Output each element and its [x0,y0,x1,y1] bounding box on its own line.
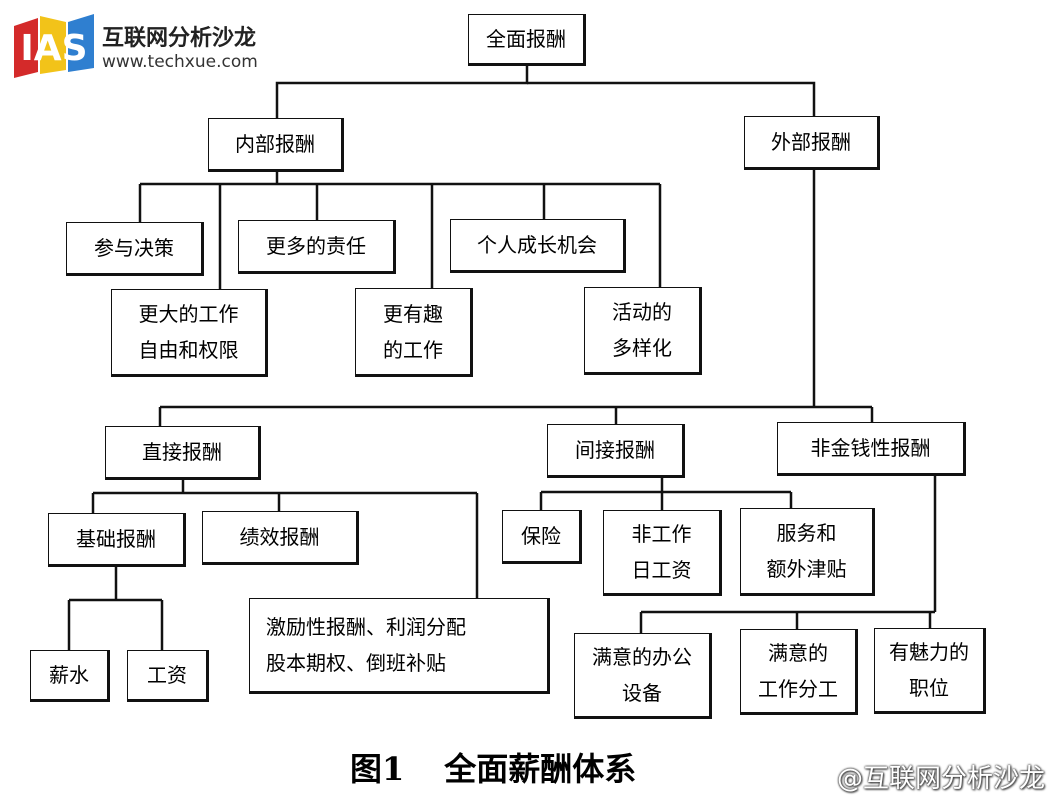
node-base-pay: 基础报酬 [48,513,186,567]
node-attractive-position: 有魅力的职位 [874,628,986,714]
node-label: 额外津贴 [766,557,847,581]
node-label: 非工作 [631,522,692,546]
node-label: 服务和 [776,521,837,545]
node-label: 有魅力的 [889,640,969,664]
logo-url: www.techxue.com [102,52,258,72]
connector-root-external [527,81,816,116]
node-variety: 活动的多样化 [584,287,702,375]
node-label: 基础报酬 [76,527,156,551]
node-growth: 个人成长机会 [450,219,626,273]
node-label: 激励性报酬、利润分配 [266,615,466,639]
watermark: @互联网分析沙龙 [836,764,1045,794]
node-nonmonetary-rewards: 非金钱性报酬 [777,422,966,476]
node-label: 保险 [521,524,561,548]
node-label: 直接报酬 [142,440,222,464]
node-label: 全面报酬 [486,27,566,51]
node-paid-leave: 非工作日工资 [603,510,722,596]
node-internal-rewards: 内部报酬 [208,118,344,172]
node-label: 个人成长机会 [477,233,597,257]
node-label: 股本期权、倒班补贴 [266,651,446,675]
node-external-rewards: 外部报酬 [744,116,880,170]
node-indirect-rewards: 间接报酬 [547,424,685,478]
node-label: 更有趣 [383,301,443,326]
node-performance-pay: 绩效报酬 [202,511,359,565]
node-direct-rewards: 直接报酬 [105,426,261,480]
node-label: 外部报酬 [771,130,851,154]
node-services-allowances: 服务和额外津贴 [740,508,875,596]
node-salary: 薪水 [30,650,110,702]
node-label: 薪水 [49,663,89,687]
node-label: 满意的办公 [592,645,692,669]
node-label: 更大的工作 [138,302,239,326]
node-label: 参与决策 [94,236,174,260]
node-label: 满意的 [768,641,828,665]
node-freedom: 更大的工作自由和权限 [111,289,268,377]
node-label: 间接报酬 [575,438,655,462]
node-interesting: 更有趣的工作 [355,288,473,377]
node-total-rewards: 全面报酬 [468,14,586,66]
node-label: 绩效报酬 [239,525,320,549]
node-label: 内部报酬 [235,132,315,156]
figure-title: 全面薪酬体系 [444,750,637,788]
node-label: 自由和权限 [138,338,239,362]
node-insurance: 保险 [502,510,582,564]
figure-number: 图1 [350,750,405,788]
node-label: 职位 [909,676,949,700]
figure-caption: 图1 全面薪酬体系 [350,744,636,790]
node-label: 活动的 [612,300,672,324]
node-incentive-pay: 激励性报酬、利润分配股本期权、倒班补贴 [249,598,550,694]
node-label: 工资 [147,663,187,687]
node-label: 更多的责任 [266,234,366,258]
node-work-division: 满意的工作分工 [740,629,858,715]
node-label: 多样化 [612,336,672,360]
node-label: 日工资 [631,558,692,582]
node-label: 设备 [622,681,662,705]
node-office-equipment: 满意的办公设备 [574,633,712,719]
node-label: 工作分工 [758,677,838,701]
node-wage: 工资 [127,650,209,702]
node-label: 非金钱性报酬 [810,436,931,460]
node-label: 的工作 [383,337,443,362]
node-decision: 参与决策 [66,222,204,276]
logo-name: 互联网分析沙龙 [102,26,257,51]
node-responsibility: 更多的责任 [238,220,396,274]
svg-text:IAS: IAS [20,28,87,69]
ias-logo-icon: IAS [14,14,94,78]
logo: IAS 互联网分析沙龙 www.techxue.com [12,12,262,80]
connector-root [275,64,529,118]
